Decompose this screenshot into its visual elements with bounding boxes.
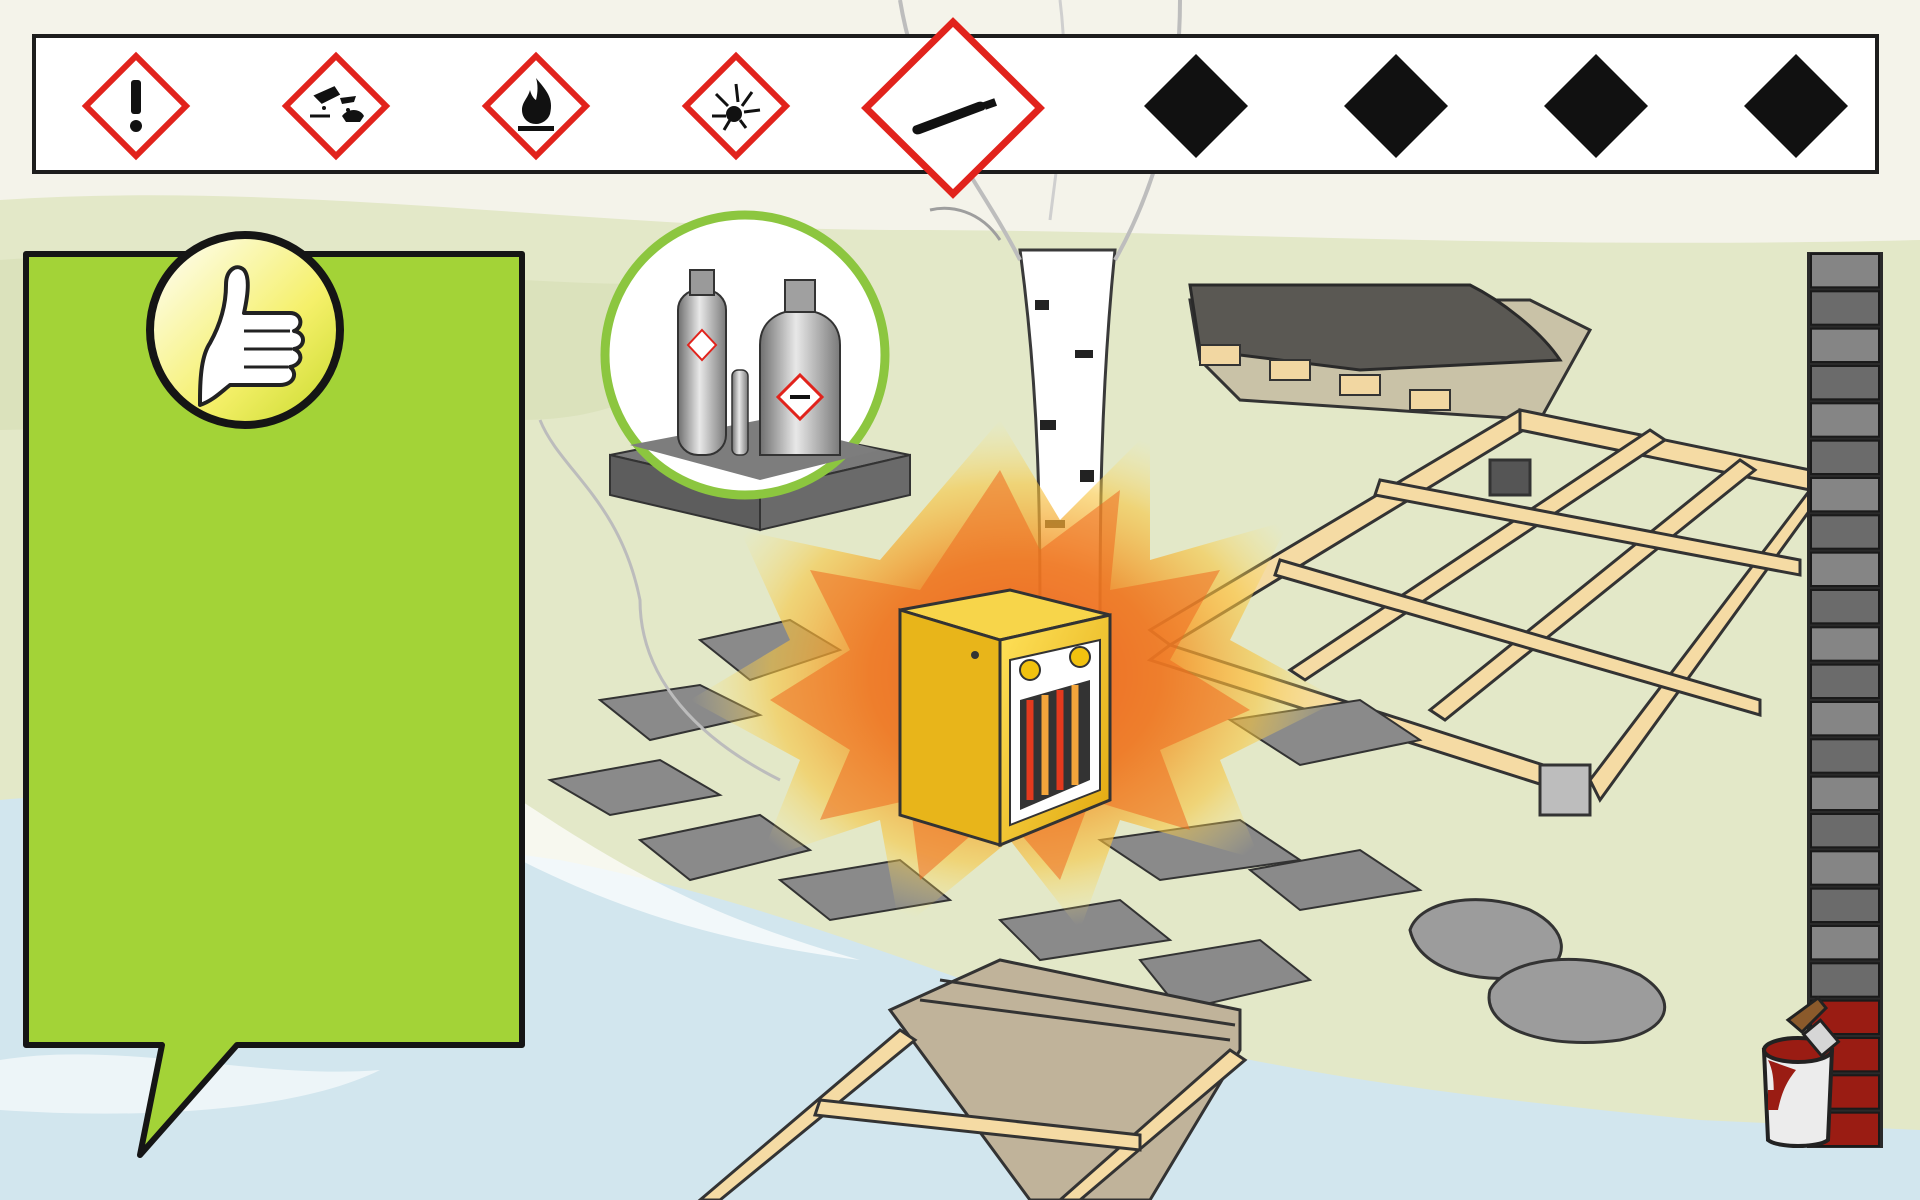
meter-segment-empty: [1810, 962, 1880, 998]
hidden-pictogram-icon: [1344, 54, 1448, 158]
gas-cylinders-icon: [600, 210, 911, 532]
meter-segment-empty: [1810, 813, 1880, 849]
pictogram-ghs07[interactable]: [76, 38, 191, 178]
electric-heater-icon: [538, 419, 1112, 848]
pictogram-ghs01[interactable]: [676, 38, 791, 178]
meter-segment-empty: [1810, 701, 1880, 737]
gas-cylinder-icon: [861, 17, 1045, 199]
pictogram-hidden-7[interactable]: [1336, 38, 1448, 178]
meter-segment-empty: [1810, 850, 1880, 886]
meter-segment-empty: [1810, 439, 1880, 476]
progress-meter-graphic: [1807, 252, 1883, 1148]
water-foam: [520, 800, 860, 960]
meter-segment-empty: [1810, 402, 1880, 438]
meter-segment-empty: [1810, 887, 1880, 924]
hidden-pictogram-icon: [1544, 54, 1648, 158]
pictogram-ghs05[interactable]: [276, 38, 391, 178]
hazard-pictogram-bar: [32, 17, 1879, 199]
speech-panel: [22, 231, 529, 1170]
pictogram-ghs02[interactable]: [476, 38, 591, 178]
meter-segment-empty: [1810, 626, 1880, 662]
thumbs-up-icon: [146, 231, 344, 429]
meter-segment-empty: [1810, 738, 1880, 774]
meter-segment-empty: [1810, 290, 1880, 326]
meter-segment-empty: [1810, 477, 1880, 513]
flame-icon: [481, 51, 591, 161]
paint-bucket[interactable]: [1748, 990, 1858, 1150]
boulders: [1408, 898, 1667, 1044]
pictogram-ghs04[interactable]: [858, 16, 1048, 200]
meter-segment-empty: [1810, 663, 1880, 699]
exploding-bomb-icon: [681, 51, 791, 161]
meter-segment-empty: [1810, 925, 1880, 961]
wooden-bridge: [697, 958, 1248, 1200]
pictogram-hidden-9[interactable]: [1736, 38, 1848, 178]
progress-meter: [1761, 250, 1885, 1150]
meter-segment-empty: [1810, 327, 1880, 363]
meter-segment-empty: [1810, 365, 1880, 401]
pictogram-hidden-6[interactable]: [1136, 38, 1248, 178]
lumber-stack: [1188, 283, 1593, 422]
thumbs-up-badge: [140, 225, 350, 435]
meter-segment-empty: [1810, 775, 1880, 812]
pictogram-hidden-8[interactable]: [1536, 38, 1648, 178]
meter-segment-empty: [1810, 514, 1880, 550]
exclamation-mark-icon: [81, 51, 191, 161]
meter-segment-empty: [1810, 589, 1880, 625]
hidden-pictogram-icon: [1144, 54, 1248, 158]
corrosion-icon: [281, 51, 391, 161]
meter-segment-empty: [1810, 551, 1880, 587]
meter-segment-empty: [1810, 253, 1880, 289]
paint-bucket-icon: [1761, 995, 1841, 1148]
hidden-pictogram-icon: [1744, 54, 1848, 158]
